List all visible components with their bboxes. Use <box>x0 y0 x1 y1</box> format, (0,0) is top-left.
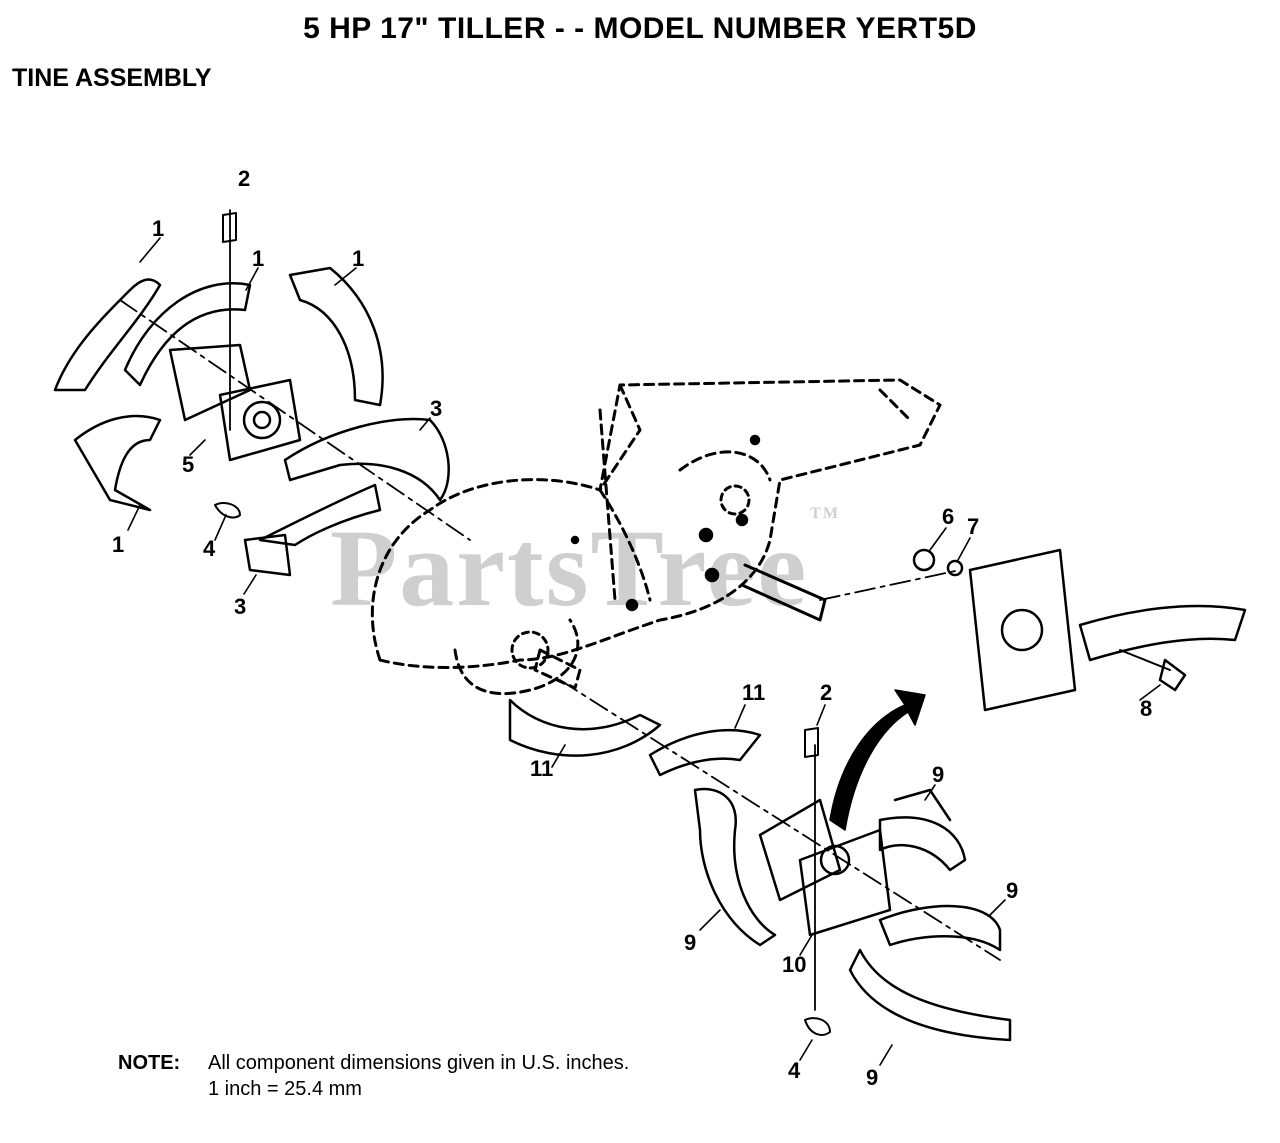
section-title: TINE ASSEMBLY <box>12 64 212 92</box>
callout-3-b: 3 <box>234 594 246 619</box>
callout-1-b: 1 <box>252 246 264 271</box>
callout-7: 7 <box>967 514 979 539</box>
callout-4-b: 4 <box>788 1058 801 1083</box>
callout-11-a: 11 <box>742 680 765 705</box>
callout-1-d: 1 <box>112 532 124 557</box>
tiller-body-outline <box>370 378 942 696</box>
callout-4-a: 4 <box>203 536 216 561</box>
left-tine-assembly <box>53 209 471 577</box>
callout-9-c: 9 <box>684 930 696 955</box>
dimension-note: NOTE: All component dimensions given in U… <box>118 1050 629 1102</box>
right-side-plate <box>819 548 1247 712</box>
callout-6: 6 <box>942 504 954 529</box>
rotation-arrow <box>829 689 926 831</box>
leader-lines <box>127 237 1161 1066</box>
callout-9-d: 9 <box>866 1065 878 1090</box>
callout-3-a: 3 <box>430 396 442 421</box>
callout-10: 10 <box>782 952 806 977</box>
callout-2-b: 2 <box>820 680 832 705</box>
body-bolts <box>570 434 761 612</box>
tine-shaft <box>510 484 827 690</box>
note-label: NOTE: <box>118 1052 181 1074</box>
callout-1-a: 1 <box>152 216 164 241</box>
note-line-2: 1 inch = 25.4 mm <box>208 1078 362 1100</box>
right-tine-assembly <box>508 679 1012 1042</box>
watermark-trademark: TM <box>810 505 840 522</box>
callout-5: 5 <box>182 452 194 477</box>
callout-9-b: 9 <box>1006 878 1018 903</box>
callout-2-a: 2 <box>238 166 250 191</box>
callout-11-b: 11 <box>530 756 553 781</box>
callout-labels: 1 1 1 1 2 3 3 4 5 6 7 8 11 11 2 9 9 9 9 … <box>112 166 1152 1090</box>
callout-9-a: 9 <box>932 762 944 787</box>
diagram-title: 5 HP 17" TILLER - - MODEL NUMBER YERT5D <box>303 12 977 45</box>
callout-1-c: 1 <box>352 246 364 271</box>
callout-8: 8 <box>1140 696 1152 721</box>
note-line-1: All component dimensions given in U.S. i… <box>208 1052 630 1074</box>
